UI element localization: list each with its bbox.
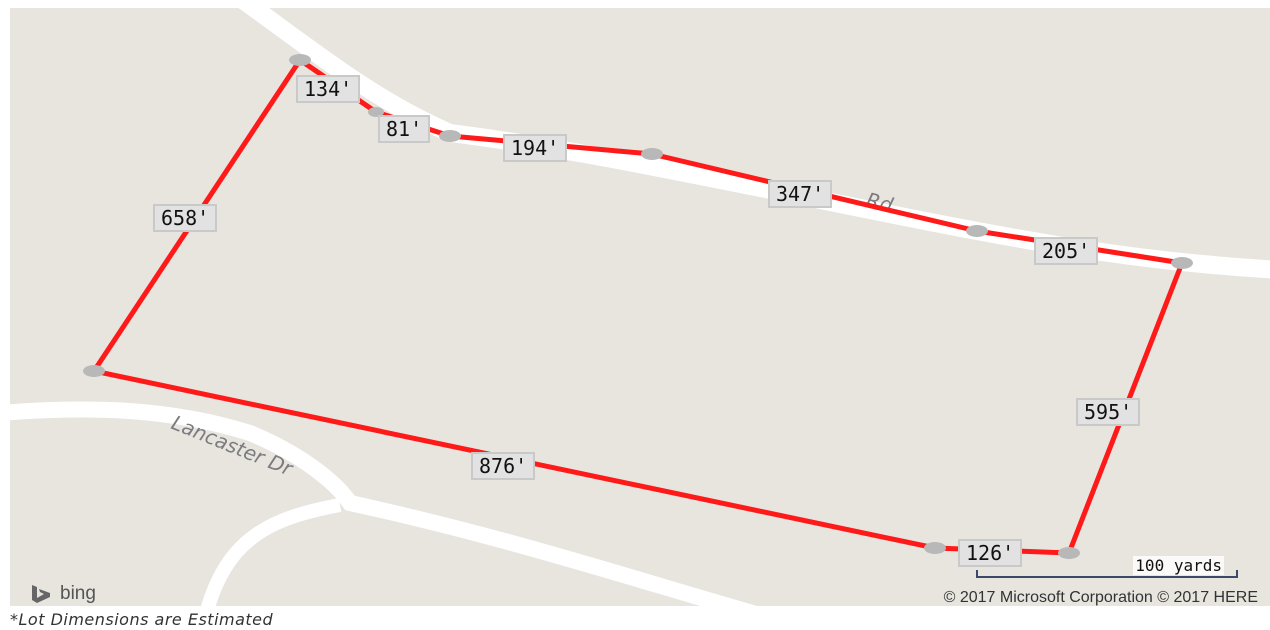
vertex [368,107,384,117]
vertex [1171,257,1193,269]
dimension-label: 126' [958,539,1023,567]
vertex [83,365,105,377]
road-side-branch [201,498,342,606]
vertex [1058,547,1080,559]
lot-boundary [91,57,1185,556]
map-view[interactable]: Lancaster Dr Rd 134' 81' 194' 347' 205' … [10,8,1270,606]
dimension-label: 134' [296,75,361,103]
dimension-label: 347' [768,180,833,208]
dimension-label: 81' [378,115,431,143]
dimension-label: 205' [1034,237,1099,265]
bing-icon [32,585,50,603]
bing-logo[interactable]: bing [30,583,96,605]
vertex [966,225,988,237]
lot-vertices [83,54,1193,559]
dimension-label: 658' [153,204,218,232]
scale-bar: 100 yards [976,556,1238,578]
vertex [439,130,461,142]
dimension-label: 876' [471,452,536,480]
road-lancaster [10,401,758,606]
copyright-text: © 2017 Microsoft Corporation © 2017 HERE [943,589,1258,606]
vertex [289,54,311,66]
vertex [924,542,946,554]
scale-label: 100 yards [1133,556,1224,575]
vertex [641,148,663,160]
dimension-label: 194' [503,134,568,162]
scale-bar-line [976,570,1238,578]
estimate-note: *Lot Dimensions are Estimated [10,610,274,629]
map-base-layer: Lancaster Dr Rd [10,8,1270,606]
dimension-label: 595' [1076,398,1141,426]
bing-wordmark: bing [60,583,96,604]
